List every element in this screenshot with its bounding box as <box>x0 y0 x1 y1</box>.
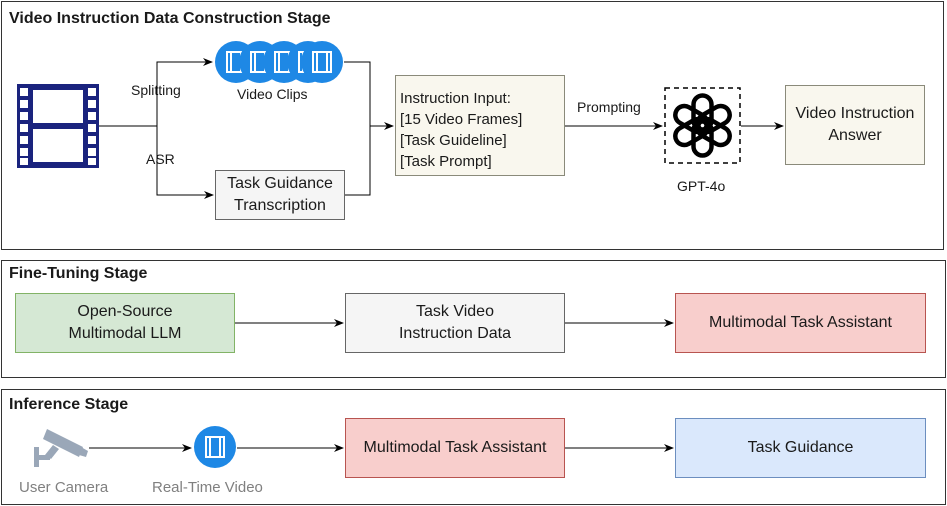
construction-stage-title: Video Instruction Data Construction Stag… <box>9 10 331 27</box>
task-guidance-box: Task Guidance <box>675 418 926 478</box>
prompting-label: Prompting <box>577 99 641 115</box>
security-camera-icon <box>34 429 88 467</box>
video-clip-icon <box>301 41 343 83</box>
task-video-instruction-data-box: Task Video Instruction Data <box>345 293 565 353</box>
video-clips-group <box>214 40 344 84</box>
open-source-llm-box: Open-Source Multimodal LLM <box>15 293 235 353</box>
splitting-label: Splitting <box>131 82 181 98</box>
finetuning-stage-title: Fine-Tuning Stage <box>9 265 148 282</box>
video-instruction-answer-box: Video Instruction Answer <box>785 85 925 165</box>
inference-stage-title: Inference Stage <box>9 396 129 413</box>
instruction-input-box: Instruction Input: [15 Video Frames] [Ta… <box>395 75 565 176</box>
video-clips-label: Video Clips <box>237 86 308 102</box>
finetuned-assistant-box: Multimodal Task Assistant <box>675 293 926 353</box>
asr-label: ASR <box>146 151 175 167</box>
video-icon <box>194 426 236 468</box>
openai-logo-icon <box>664 87 741 164</box>
user-camera-label: User Camera <box>19 479 109 496</box>
realtime-video-label: Real-Time Video <box>152 479 263 496</box>
film-strip-icon <box>17 84 99 168</box>
task-guidance-transcription-box: Task Guidance Transcription <box>215 170 345 220</box>
gpt-label: GPT-4o <box>677 178 726 194</box>
inference-assistant-box: Multimodal Task Assistant <box>345 418 565 478</box>
